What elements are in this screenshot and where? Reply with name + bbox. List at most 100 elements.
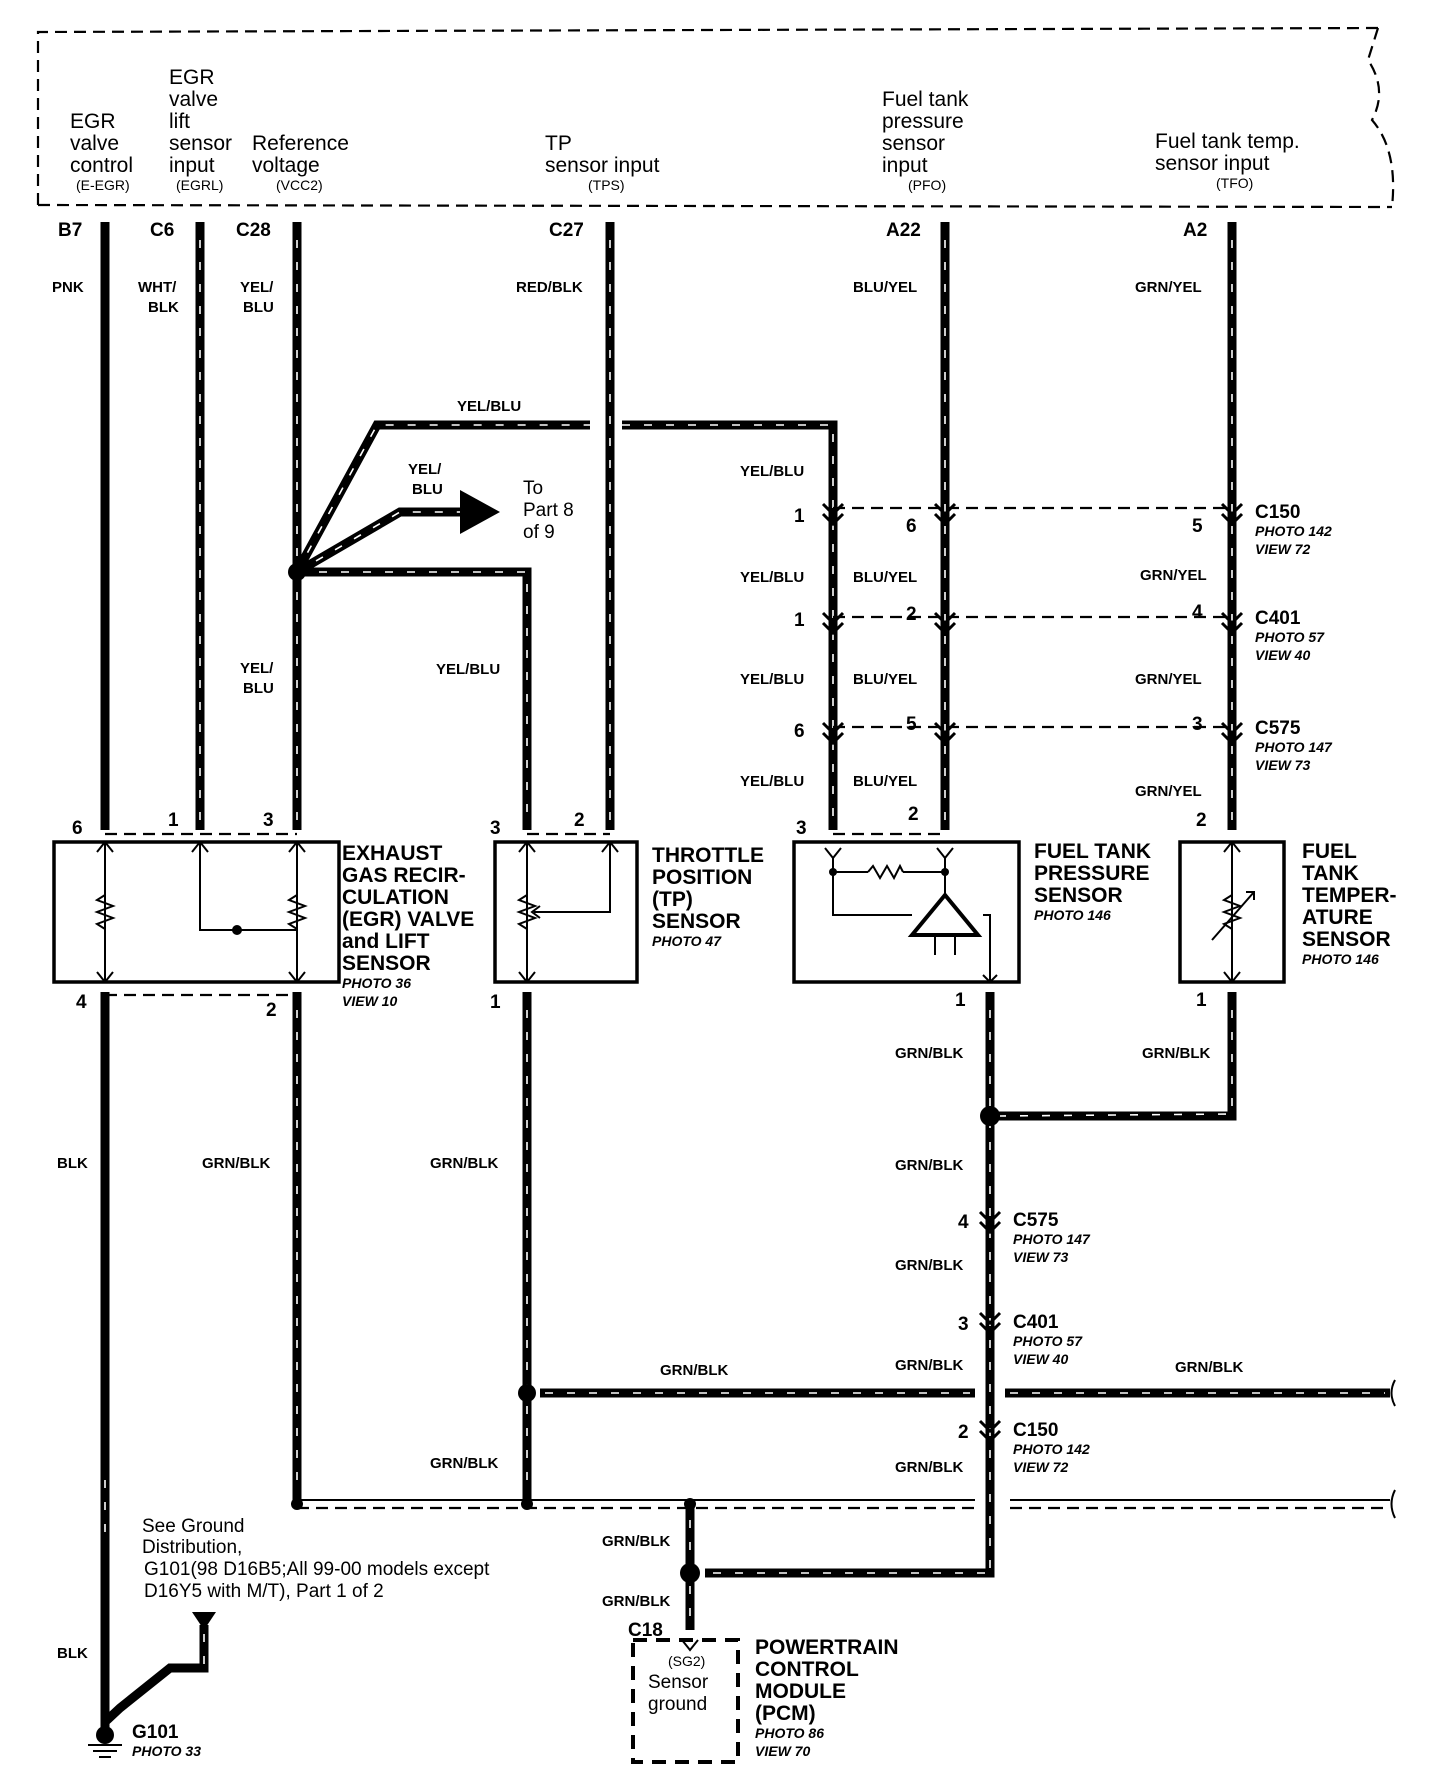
pin-label-c28: C28	[236, 220, 271, 241]
component-line: GAS RECIR-	[342, 864, 466, 887]
ground-distribution-note: See Ground Distribution, G101(98 D16B5;A…	[142, 1516, 490, 1602]
wire-label: BLU/YEL	[853, 773, 917, 790]
component-line: SENSOR	[342, 952, 431, 975]
wire-label: BLK	[148, 299, 179, 316]
ground-reference-arrow	[192, 1612, 216, 1630]
pin-ftt-1: 1	[1196, 990, 1207, 1011]
wire-label: YEL/	[240, 279, 274, 296]
pin-c401-2: 2	[906, 604, 917, 625]
pin-ftp-2: 2	[908, 804, 919, 825]
pin-c575-6: 6	[794, 721, 805, 742]
tp-resistor	[516, 894, 538, 930]
component-line: and LIFT	[342, 930, 430, 953]
wire-label: BLK	[57, 1645, 88, 1662]
pin-label-c6: C6	[150, 220, 174, 241]
egr-wiper	[232, 925, 242, 935]
connector-photo: PHOTO 57	[1013, 1333, 1083, 1349]
pin-c18: C18	[628, 1620, 663, 1641]
connector-photo: PHOTO 57	[1255, 629, 1325, 645]
wire-label: YEL/BLU	[740, 569, 804, 586]
connector-photo: PHOTO 142	[1255, 523, 1332, 539]
connector-name: C150	[1255, 502, 1300, 523]
tp-internal	[526, 842, 611, 982]
connector-photo: PHOTO 147	[1255, 739, 1333, 755]
pin-label-b7: B7	[58, 220, 82, 241]
wire-label: BLU/YEL	[853, 569, 917, 586]
connector-view: VIEW 73	[1013, 1249, 1068, 1265]
wire-label: BLU	[243, 680, 274, 697]
lower-connector-c150: C150 PHOTO 142 VIEW 72	[1013, 1420, 1090, 1475]
to-part-letter: C	[468, 503, 480, 522]
connector-view: VIEW 40	[1255, 647, 1310, 663]
pcm-input-egr-control: EGR valve control (E-EGR)	[70, 110, 133, 193]
ground-photo: PHOTO 33	[132, 1743, 201, 1759]
pin-c150-1: 1	[794, 506, 805, 527]
wire-label: GRN/BLK	[895, 1357, 963, 1374]
header-line: Reference	[252, 132, 349, 155]
pin-ftp-3: 3	[796, 818, 807, 839]
wire-label: YEL/BLU	[457, 398, 521, 415]
pin-ftp-1: 1	[955, 990, 966, 1011]
header-line: Fuel tank	[882, 88, 969, 111]
wire-label: BLU	[412, 481, 443, 498]
pin-egr-1: 1	[168, 810, 179, 831]
ftp-amplifier	[907, 891, 983, 937]
to-part-arrow	[460, 490, 500, 534]
component-line: MODULE	[755, 1680, 846, 1703]
component-line: CULATION	[342, 886, 449, 909]
wire-label: BLU/YEL	[853, 279, 917, 296]
pin-label-c27: C27	[549, 220, 584, 241]
pin-tp-2: 2	[574, 810, 585, 831]
wire-grn-blk-ftp-trunk	[705, 992, 995, 1578]
wire-label: PNK	[52, 279, 84, 296]
header-line: valve	[70, 132, 119, 155]
connector-name: C401	[1013, 1312, 1059, 1333]
wire-label: YEL/BLU	[740, 463, 804, 480]
component-line: ATURE	[1302, 906, 1373, 929]
connector-view: VIEW 72	[1255, 541, 1310, 557]
note-line: D16Y5 with M/T), Part 1 of 2	[144, 1581, 384, 1602]
header-line: EGR	[169, 66, 215, 89]
header-line: input	[882, 154, 928, 177]
ftt-label: FUEL TANK TEMPER- ATURE SENSOR PHOTO 146	[1302, 840, 1397, 967]
pin-c575-3: 3	[1192, 714, 1203, 735]
splice-point	[980, 1106, 1000, 1126]
egr-internal	[104, 842, 298, 982]
pin-egr-3: 3	[263, 810, 274, 831]
ftt-internal	[1223, 840, 1241, 984]
connector-name: C575	[1013, 1210, 1059, 1231]
note-line: See Ground	[142, 1516, 244, 1537]
connector-view: VIEW 73	[1255, 757, 1310, 773]
connector-name: C401	[1255, 608, 1301, 629]
header-line: pressure	[882, 110, 964, 133]
wire-break-mark	[1390, 1379, 1396, 1407]
header-line: lift	[169, 110, 190, 133]
wire-label: YEL/BLU	[740, 671, 804, 688]
shield-node	[521, 1498, 533, 1510]
pin-lower-c575-4: 4	[958, 1212, 969, 1233]
ftp-node	[829, 868, 837, 876]
header-line: sensor	[882, 132, 945, 155]
pcm-label: POWERTRAIN CONTROL MODULE (PCM) PHOTO 86…	[755, 1636, 899, 1759]
wire-label: GRN/BLK	[895, 1157, 963, 1174]
wire-label: GRN/BLK	[1142, 1045, 1210, 1062]
header-code: (TFO)	[1216, 175, 1253, 191]
pcm-inner-code: (SG2)	[668, 1653, 705, 1669]
wire-yel-blu-tp	[297, 567, 532, 830]
wire-label: RED/BLK	[516, 279, 583, 296]
connector-chevrons	[821, 502, 1244, 746]
pcm-input-fuel-tank-temp: Fuel tank temp. sensor input (TFO)	[1155, 130, 1300, 191]
component-photo: PHOTO 36	[342, 975, 411, 991]
wire-label: GRN/BLK	[895, 1459, 963, 1476]
shield-node	[684, 1498, 696, 1510]
pcm-input-egr-lift: EGR valve lift sensor input (EGRL)	[169, 66, 232, 193]
wire-stripe	[622, 424, 834, 820]
pcm-inner-text: Sensor	[648, 1672, 709, 1693]
component-photo: PHOTO 146	[1302, 951, 1379, 967]
wire-label: GRN/BLK	[202, 1155, 270, 1172]
header-line: input	[169, 154, 215, 177]
component-line: SENSOR	[1302, 928, 1391, 951]
component-line: FUEL TANK	[1034, 840, 1151, 863]
pcm-header-border-bottom	[37, 203, 1393, 209]
